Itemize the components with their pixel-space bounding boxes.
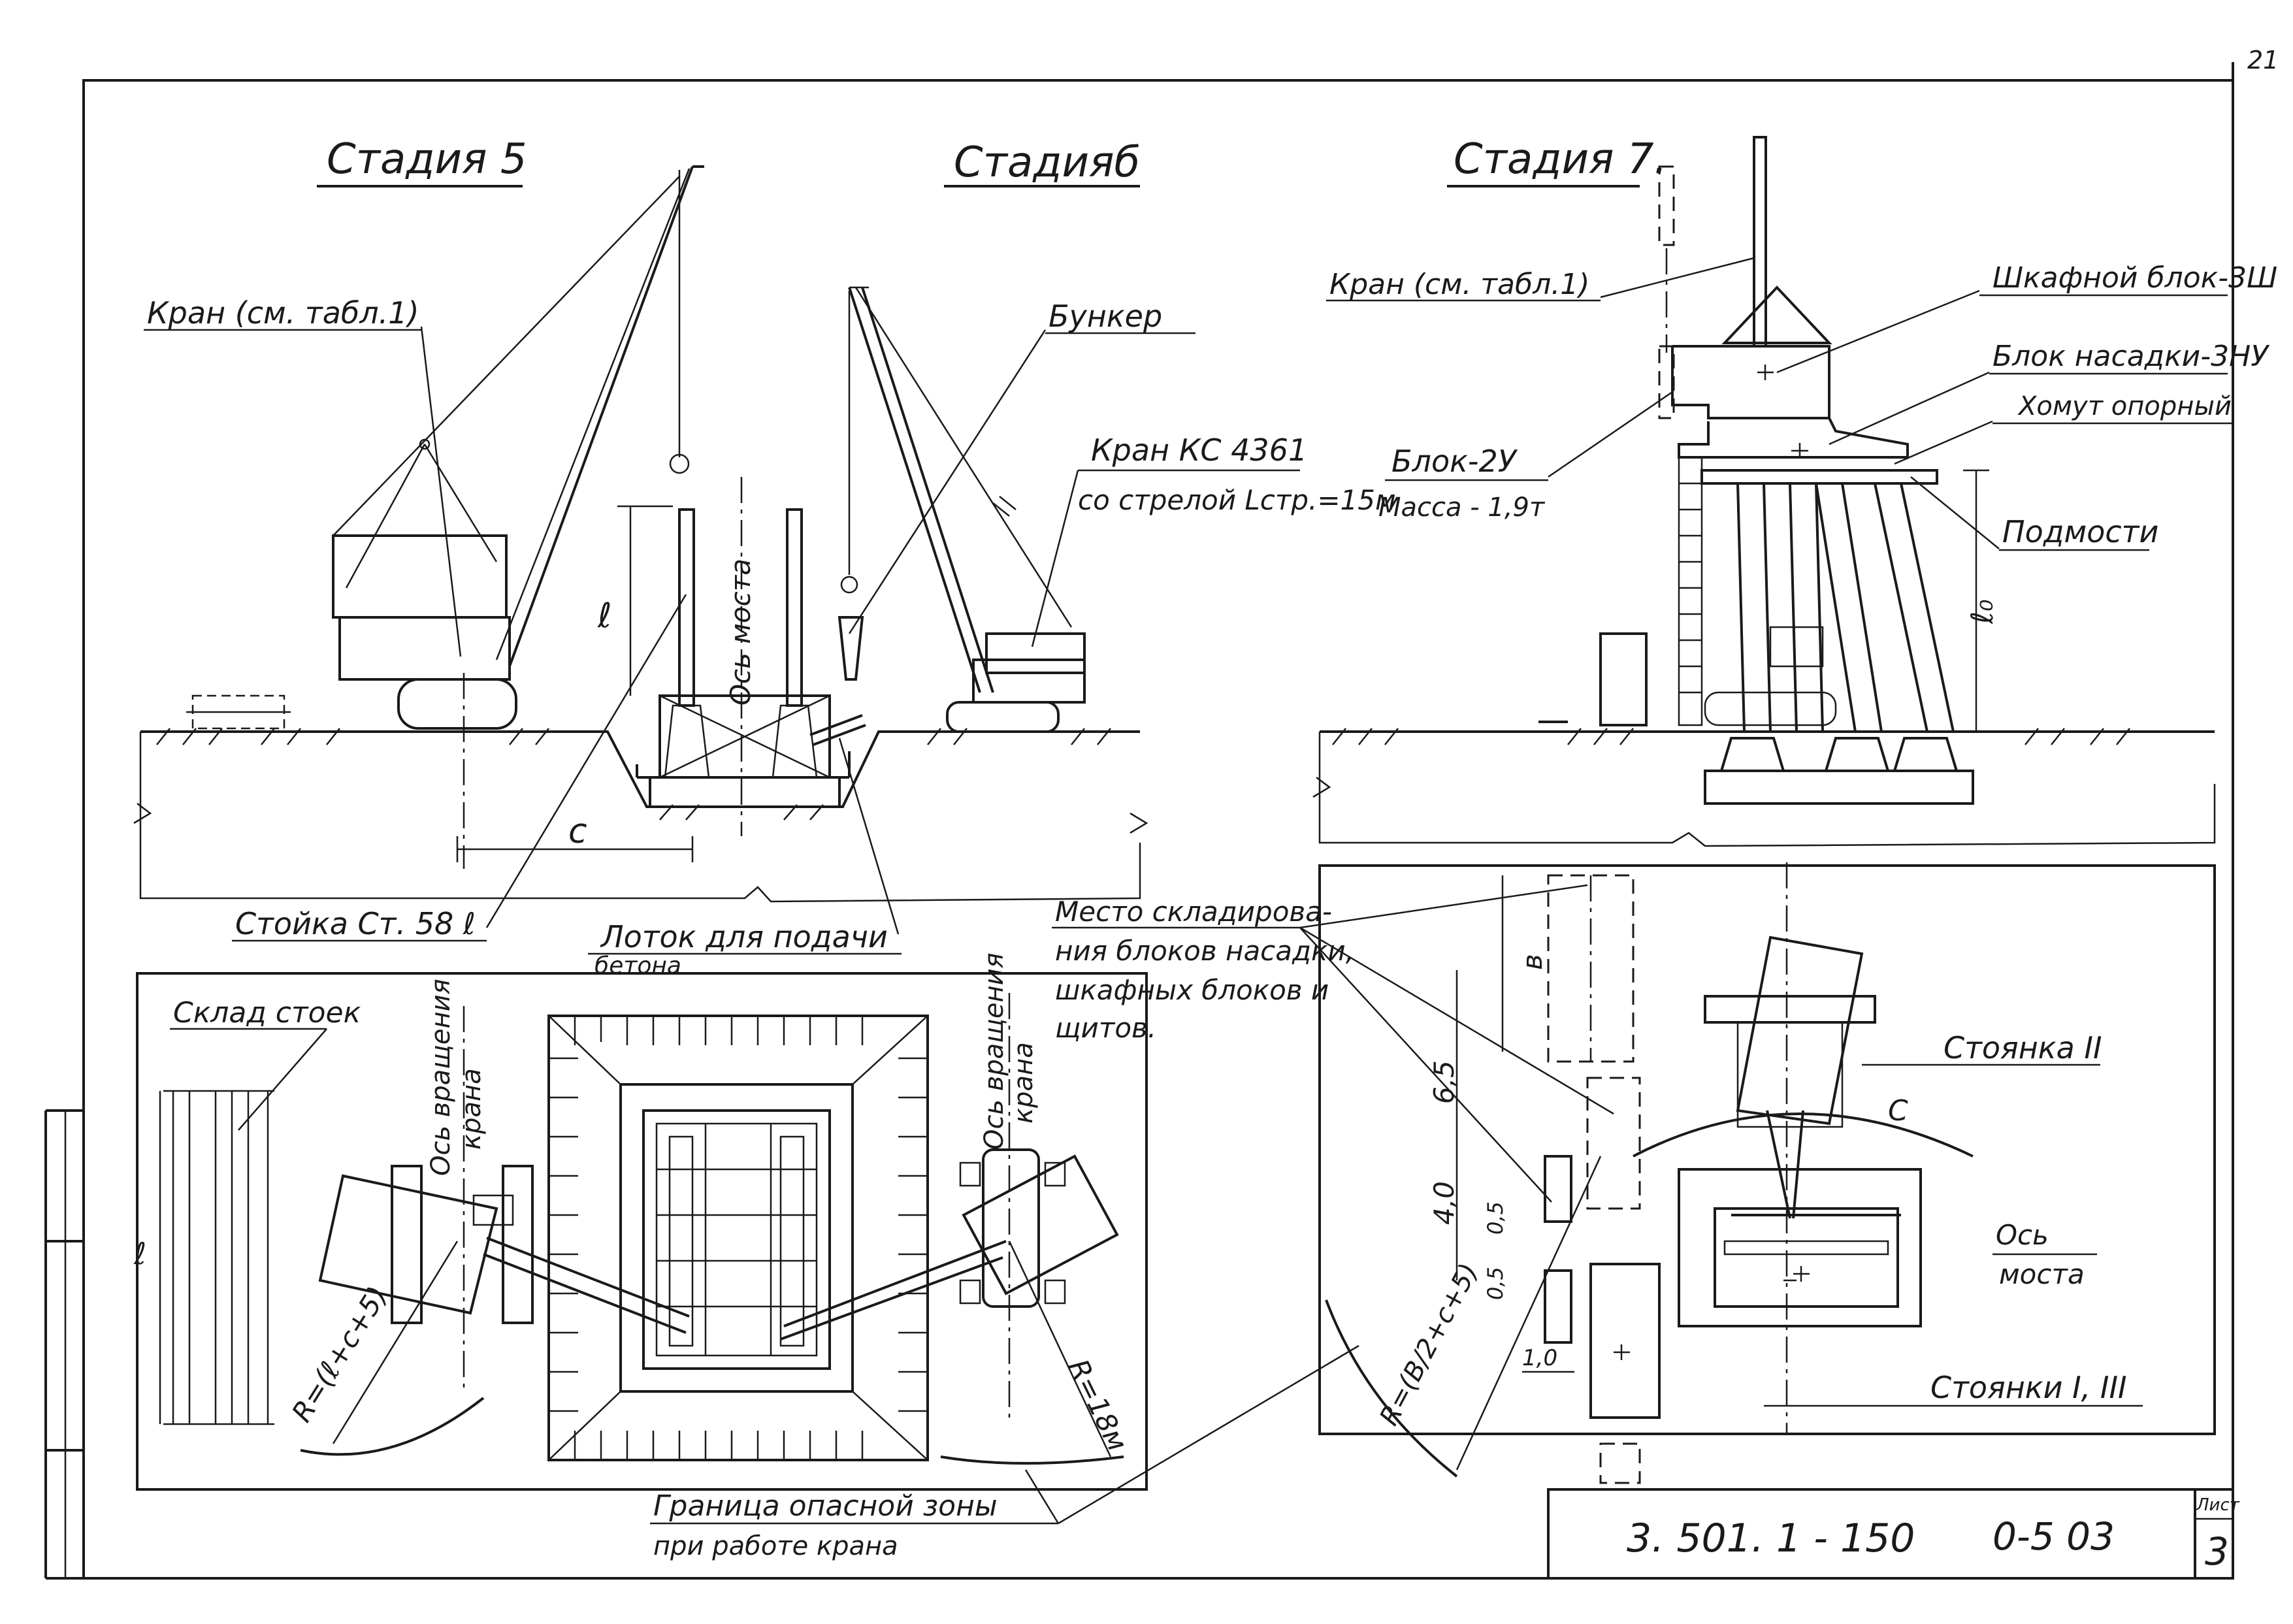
bridge-axis-vertical: Ось моста	[724, 559, 756, 706]
title-code: 3. 501. 1 - 150	[1627, 1516, 1915, 1561]
danger-zone-label: Граница опасной зоны при работе крана	[650, 1344, 1359, 1561]
label-chute: Лоток для подачи	[600, 919, 888, 954]
label-danger-1: Граница опасной зоны	[653, 1489, 998, 1523]
post-storage	[163, 1090, 274, 1425]
elevation-stage5-6: Стадия 5 Стадияб	[133, 135, 1396, 979]
label-stand-2: Стоянка II	[1943, 1030, 2102, 1065]
label-crane-stage7: Кран (см. табл.1)	[1329, 268, 1589, 301]
title-doc: 0-5 03	[1992, 1514, 2115, 1559]
sheet-frame	[82, 79, 2234, 1580]
ground-line	[140, 730, 1140, 808]
dim-l-plan: ℓ	[133, 1236, 146, 1271]
label-rot-axis-left: Ось вращения	[426, 979, 456, 1176]
label-danger-2: при работе крана	[653, 1531, 898, 1561]
label-storage-1: Место складирова-	[1055, 896, 1332, 928]
stage7-title: Стадия 7.	[1454, 135, 1667, 184]
label-clamp: Хомут опорный	[2017, 391, 2232, 421]
post-right	[786, 508, 803, 707]
dim-6-5: 6,5	[1428, 1060, 1460, 1104]
stage5-title: Стадия 5	[327, 135, 527, 184]
page-corner-number: 21	[2247, 46, 2279, 74]
stage6-title: Стадияб	[954, 138, 1140, 187]
dim-c-plan: С	[1888, 1094, 1908, 1128]
dim-c: c	[568, 812, 587, 851]
dim-b: в	[1516, 954, 1548, 970]
ground-hatching	[156, 728, 1111, 820]
dim-r-mid: R=18м	[1062, 1354, 1134, 1456]
label-rot-axis-right-2: крана	[1009, 1042, 1039, 1124]
post-left	[678, 508, 695, 707]
pit-outline	[547, 1015, 929, 1461]
dim-4-0: 4,0	[1428, 1181, 1460, 1225]
dim-r-left: R=(ℓ+c+5)	[285, 1280, 394, 1427]
label-rot-axis-right: Ось вращения	[979, 952, 1009, 1150]
plan-stage7: в 6,5 4,0 0,5 0,5 1,0 R=(B/2+c+5) С Стоя…	[1318, 862, 2216, 1484]
label-storage-3: шкафных блоков и	[1055, 974, 1329, 1006]
crane-ks4361-elevation	[838, 286, 1086, 733]
label-stands-1-3: Стоянки I, III	[1930, 1370, 2127, 1405]
label-nozzle-block: Блок насадки-3НУ	[1992, 340, 2270, 373]
label-crane-stage5: Кран (см. табл.1)	[147, 295, 419, 331]
label-post: Стойка Ст. 58 ℓ	[235, 906, 476, 941]
title-block: 3. 501. 1 - 150 0-5 03 Лист 3	[1547, 1488, 2240, 1580]
label-concrete: бетона	[594, 952, 681, 979]
label-block-2u: Блок-2У	[1391, 444, 1518, 479]
label-scaffold: Подмости	[2002, 514, 2158, 549]
dim-l: ℓ	[597, 596, 611, 636]
storage-label: Место складирова- ния блоков насадки, шк…	[1052, 884, 1614, 1203]
title-sheet-label: Лист	[2196, 1495, 2240, 1515]
label-post-storage: Склад стоек	[173, 996, 361, 1030]
dim-1-0: 1,0	[1522, 1345, 1557, 1371]
label-rot-axis-left-2: крана	[457, 1068, 487, 1150]
elevation-stage7: Стадия 7.	[1312, 135, 2277, 847]
label-crane-ks4361: Кран КС 4361	[1091, 432, 1307, 468]
dim-0-5b: 0,5	[1483, 1267, 1508, 1300]
label-storage-2: ния блоков насадки,	[1055, 935, 1354, 967]
label-boom-length: со стрелой Lстр.=15м	[1078, 484, 1396, 516]
label-bunker: Бункер	[1049, 299, 1162, 334]
plan-stage5-6: ℓ Склад стоек	[133, 952, 1148, 1491]
crane-plan-right	[780, 993, 1119, 1424]
dim-0-5a: 0,5	[1483, 1201, 1508, 1235]
crane-stage5-elevation	[332, 165, 704, 869]
dim-r-right: R=(B/2+c+5)	[1374, 1259, 1484, 1431]
label-bridge-axis: Ось	[1996, 1219, 2049, 1251]
dim-l0: ℓ₀	[1964, 600, 2000, 625]
label-storage-4: щитов.	[1055, 1012, 1156, 1044]
left-margin-strip	[44, 1109, 84, 1580]
label-bridge-axis-2: моста	[1999, 1258, 2085, 1290]
label-cabinet-block: Шкафной блок-3Ш	[1992, 261, 2277, 295]
crane-plan-left	[318, 1006, 690, 1391]
stored-pieces	[186, 694, 291, 730]
title-sheet-no: 3	[2205, 1529, 2229, 1574]
label-mass: Масса - 1,9т	[1378, 493, 1546, 523]
